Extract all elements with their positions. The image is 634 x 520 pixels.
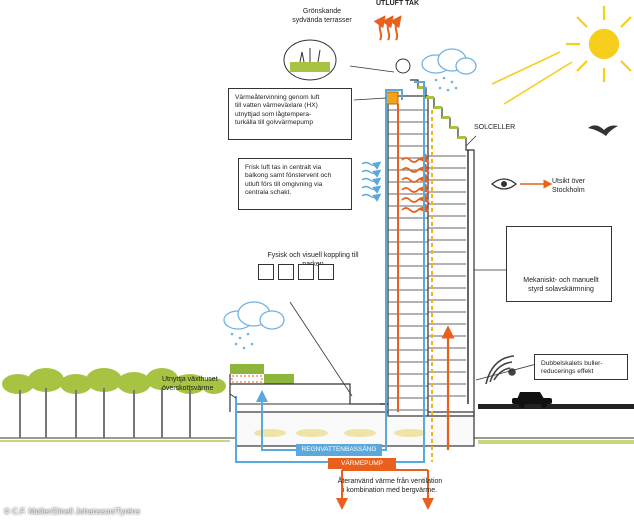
sound-wave-icon: [485, 355, 516, 385]
fresh-air-wave: [361, 161, 382, 170]
exhaust-wave: [401, 173, 430, 184]
eye-box-icon: [258, 264, 274, 280]
leader-lines: [229, 65, 545, 399]
heat-recovery-box: Värmeåtervinning genom luft till vatten …: [228, 88, 352, 140]
reuse-heat-label: Återanvänd värme från ventilation i komb…: [337, 478, 443, 494]
view-label: Utsikt över Stockholm: [552, 178, 586, 194]
photo-credit: © C.F. Møller/Dinell Johansson/Tyréns: [4, 507, 141, 516]
tree-icon: [2, 368, 226, 438]
car-icon: [512, 392, 552, 408]
exhaust-wave: [401, 153, 430, 164]
rainwater-label: REGNVATTENBASSÄNG: [301, 446, 377, 453]
exhaust-wave: [401, 163, 430, 174]
walk-box-icon: [278, 264, 294, 280]
top-air-label: UTLUFT TAK: [376, 0, 420, 7]
bird-icon: [588, 125, 618, 136]
tower: [380, 79, 475, 417]
shading-box: Mekaniskt- och manuellt styrd solavskärm…: [506, 226, 612, 302]
basement: [235, 411, 475, 447]
exhaust-wave: [401, 203, 430, 214]
cloud-rain-icon: [223, 48, 477, 350]
water-flow: [235, 81, 425, 463]
green-terraces-label: Grönskande sydvända terrasser: [292, 8, 352, 24]
terrace-illustration: [283, 39, 411, 81]
exhaust-wave: [401, 193, 430, 204]
greenhouse-building: [229, 364, 380, 412]
plant-box-icon: [298, 264, 314, 280]
fresh-air-wave: [361, 177, 382, 186]
shading-label: Mekaniskt- och manuellt styrd solavskärm…: [523, 277, 599, 293]
fresh-air-wave: [361, 193, 382, 202]
fresh-air-wave: [361, 169, 382, 178]
heat-pump: [328, 458, 396, 469]
greenhouse-label: Utnyttja växthuset överskottsvärme: [162, 376, 218, 392]
sun-icon: [491, 6, 632, 105]
exhaust-air-flow: [336, 15, 455, 510]
rainwater-tank: [296, 444, 382, 456]
fresh-air-box: Frisk luft tas in centralt via balkong s…: [238, 158, 352, 210]
fresh-air-wave: [361, 185, 382, 194]
exhaust-wave: [401, 183, 430, 194]
double-facade-box: Dubbelskalets buller- reducerings effekt: [534, 354, 628, 380]
eye-icon: [490, 178, 553, 190]
heat-pump-label: VÄRMEPUMP: [341, 460, 383, 467]
leaf-box-icon: [318, 264, 334, 280]
solar-label: SOLCELLER: [474, 124, 516, 131]
